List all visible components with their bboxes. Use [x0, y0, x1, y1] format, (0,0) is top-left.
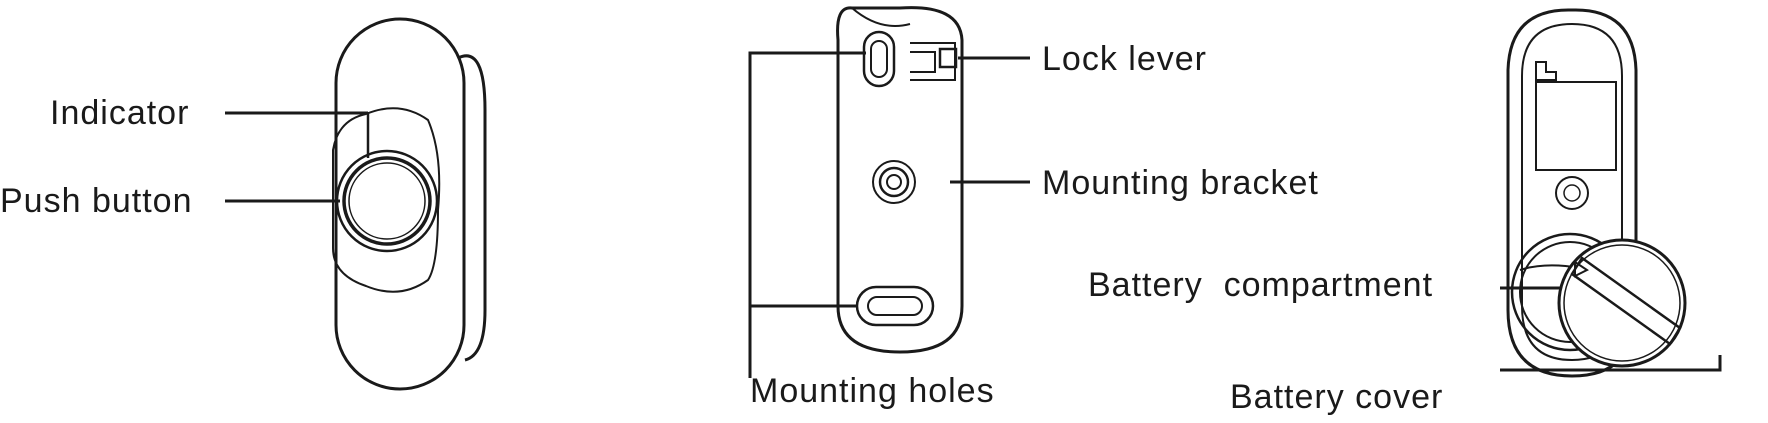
battery-cover-arrow [1574, 260, 1589, 278]
center-boss-outer [872, 160, 916, 204]
rear-body-outer [1506, 8, 1638, 378]
rear-screw-hole [1563, 184, 1581, 202]
push-unit-body [334, 17, 466, 391]
upper-mounting-hole [862, 30, 896, 88]
mounting-bracket-view [836, 6, 964, 354]
push-unit-front-view [332, 17, 487, 391]
rear-label-area [1535, 81, 1617, 171]
lock-lever-slot-inner [910, 51, 936, 73]
center-boss [878, 166, 910, 198]
label-mounting-bracket: Mounting bracket [1042, 164, 1319, 202]
label-mounting-holes: Mounting holes [750, 372, 995, 410]
bracket-top-notch [851, 7, 911, 27]
battery-cover [1557, 238, 1687, 368]
mounting-holes-leader-line-upper [748, 51, 866, 378]
label-lock-lever: Lock lever [1042, 40, 1207, 78]
push-button-face [348, 162, 426, 240]
lock-lever [938, 47, 958, 69]
rear-corner-marker [1535, 61, 1557, 81]
push-button [342, 156, 432, 246]
mounting-bracket-body [836, 6, 964, 354]
push-button-rim [335, 149, 439, 253]
label-indicator: Indicator [50, 94, 190, 132]
label-battery-compartment: Battery compartment [1088, 266, 1434, 304]
rear-view [1506, 8, 1687, 378]
push-unit-side-edge [457, 54, 487, 362]
lower-mounting-hole-inner [867, 296, 923, 316]
push-unit-recess [332, 107, 441, 293]
center-boss-hole [886, 174, 902, 190]
label-battery-cover: Battery cover [1230, 378, 1444, 416]
upper-mounting-hole-inner [870, 40, 888, 78]
rear-screw-boss [1555, 176, 1589, 210]
rear-body-inner [1521, 22, 1623, 362]
battery-cover-leader-line [1500, 355, 1722, 372]
label-push-button: Push button [0, 182, 193, 220]
battery-cover-rim [1563, 244, 1681, 362]
